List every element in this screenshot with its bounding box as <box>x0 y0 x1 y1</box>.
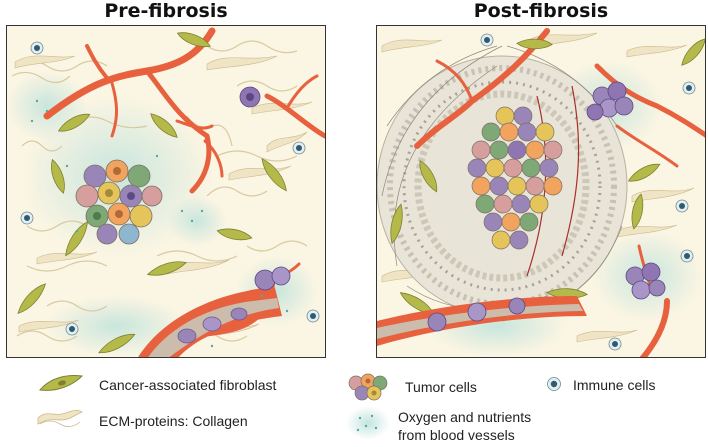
immune-cells <box>20 41 320 336</box>
fibroblasts <box>390 38 705 316</box>
legend-fibroblast <box>38 372 84 399</box>
legend-oxygen <box>344 404 392 447</box>
wavy-fiber-icon <box>37 409 83 427</box>
post-fibrosis-illustration <box>377 28 705 357</box>
glow-dots-icon <box>346 406 390 440</box>
spindle-cell-icon <box>39 375 84 391</box>
legend-tumor <box>346 373 390 406</box>
legend-label-fibroblast: Cancer-associated fibroblast <box>99 377 277 393</box>
legend-label-oxygen-line1: Oxygen and nutrients <box>398 409 532 425</box>
large-vessel <box>377 296 587 346</box>
legend-label-collagen: ECM-proteins: Collagen <box>99 413 248 429</box>
post-fibrosis-title: Post-fibrosis <box>473 0 609 22</box>
pre-fibrosis-panel <box>6 25 326 358</box>
legend-label-tumor: Tumor cells <box>405 379 477 395</box>
tumor-cluster <box>467 106 563 250</box>
immune-cells <box>480 33 696 351</box>
pre-fibrosis-title: Pre-fibrosis <box>104 0 228 22</box>
cell-cluster-icon <box>348 373 388 401</box>
tumor-cluster <box>75 159 163 245</box>
fibroblasts <box>17 32 287 354</box>
post-fibrosis-panel <box>376 25 706 358</box>
pre-fibrosis-illustration <box>7 27 325 357</box>
immune-clusters <box>586 81 666 300</box>
legend-immune <box>546 376 562 397</box>
legend-label-immune: Immune cells <box>573 377 656 393</box>
large-vessel <box>138 287 282 357</box>
oxygen-dots <box>30 99 289 348</box>
legend-label-oxygen-line2: from blood vessels <box>398 427 515 443</box>
dot-cell-icon <box>547 377 561 391</box>
legend-collagen <box>36 408 84 435</box>
